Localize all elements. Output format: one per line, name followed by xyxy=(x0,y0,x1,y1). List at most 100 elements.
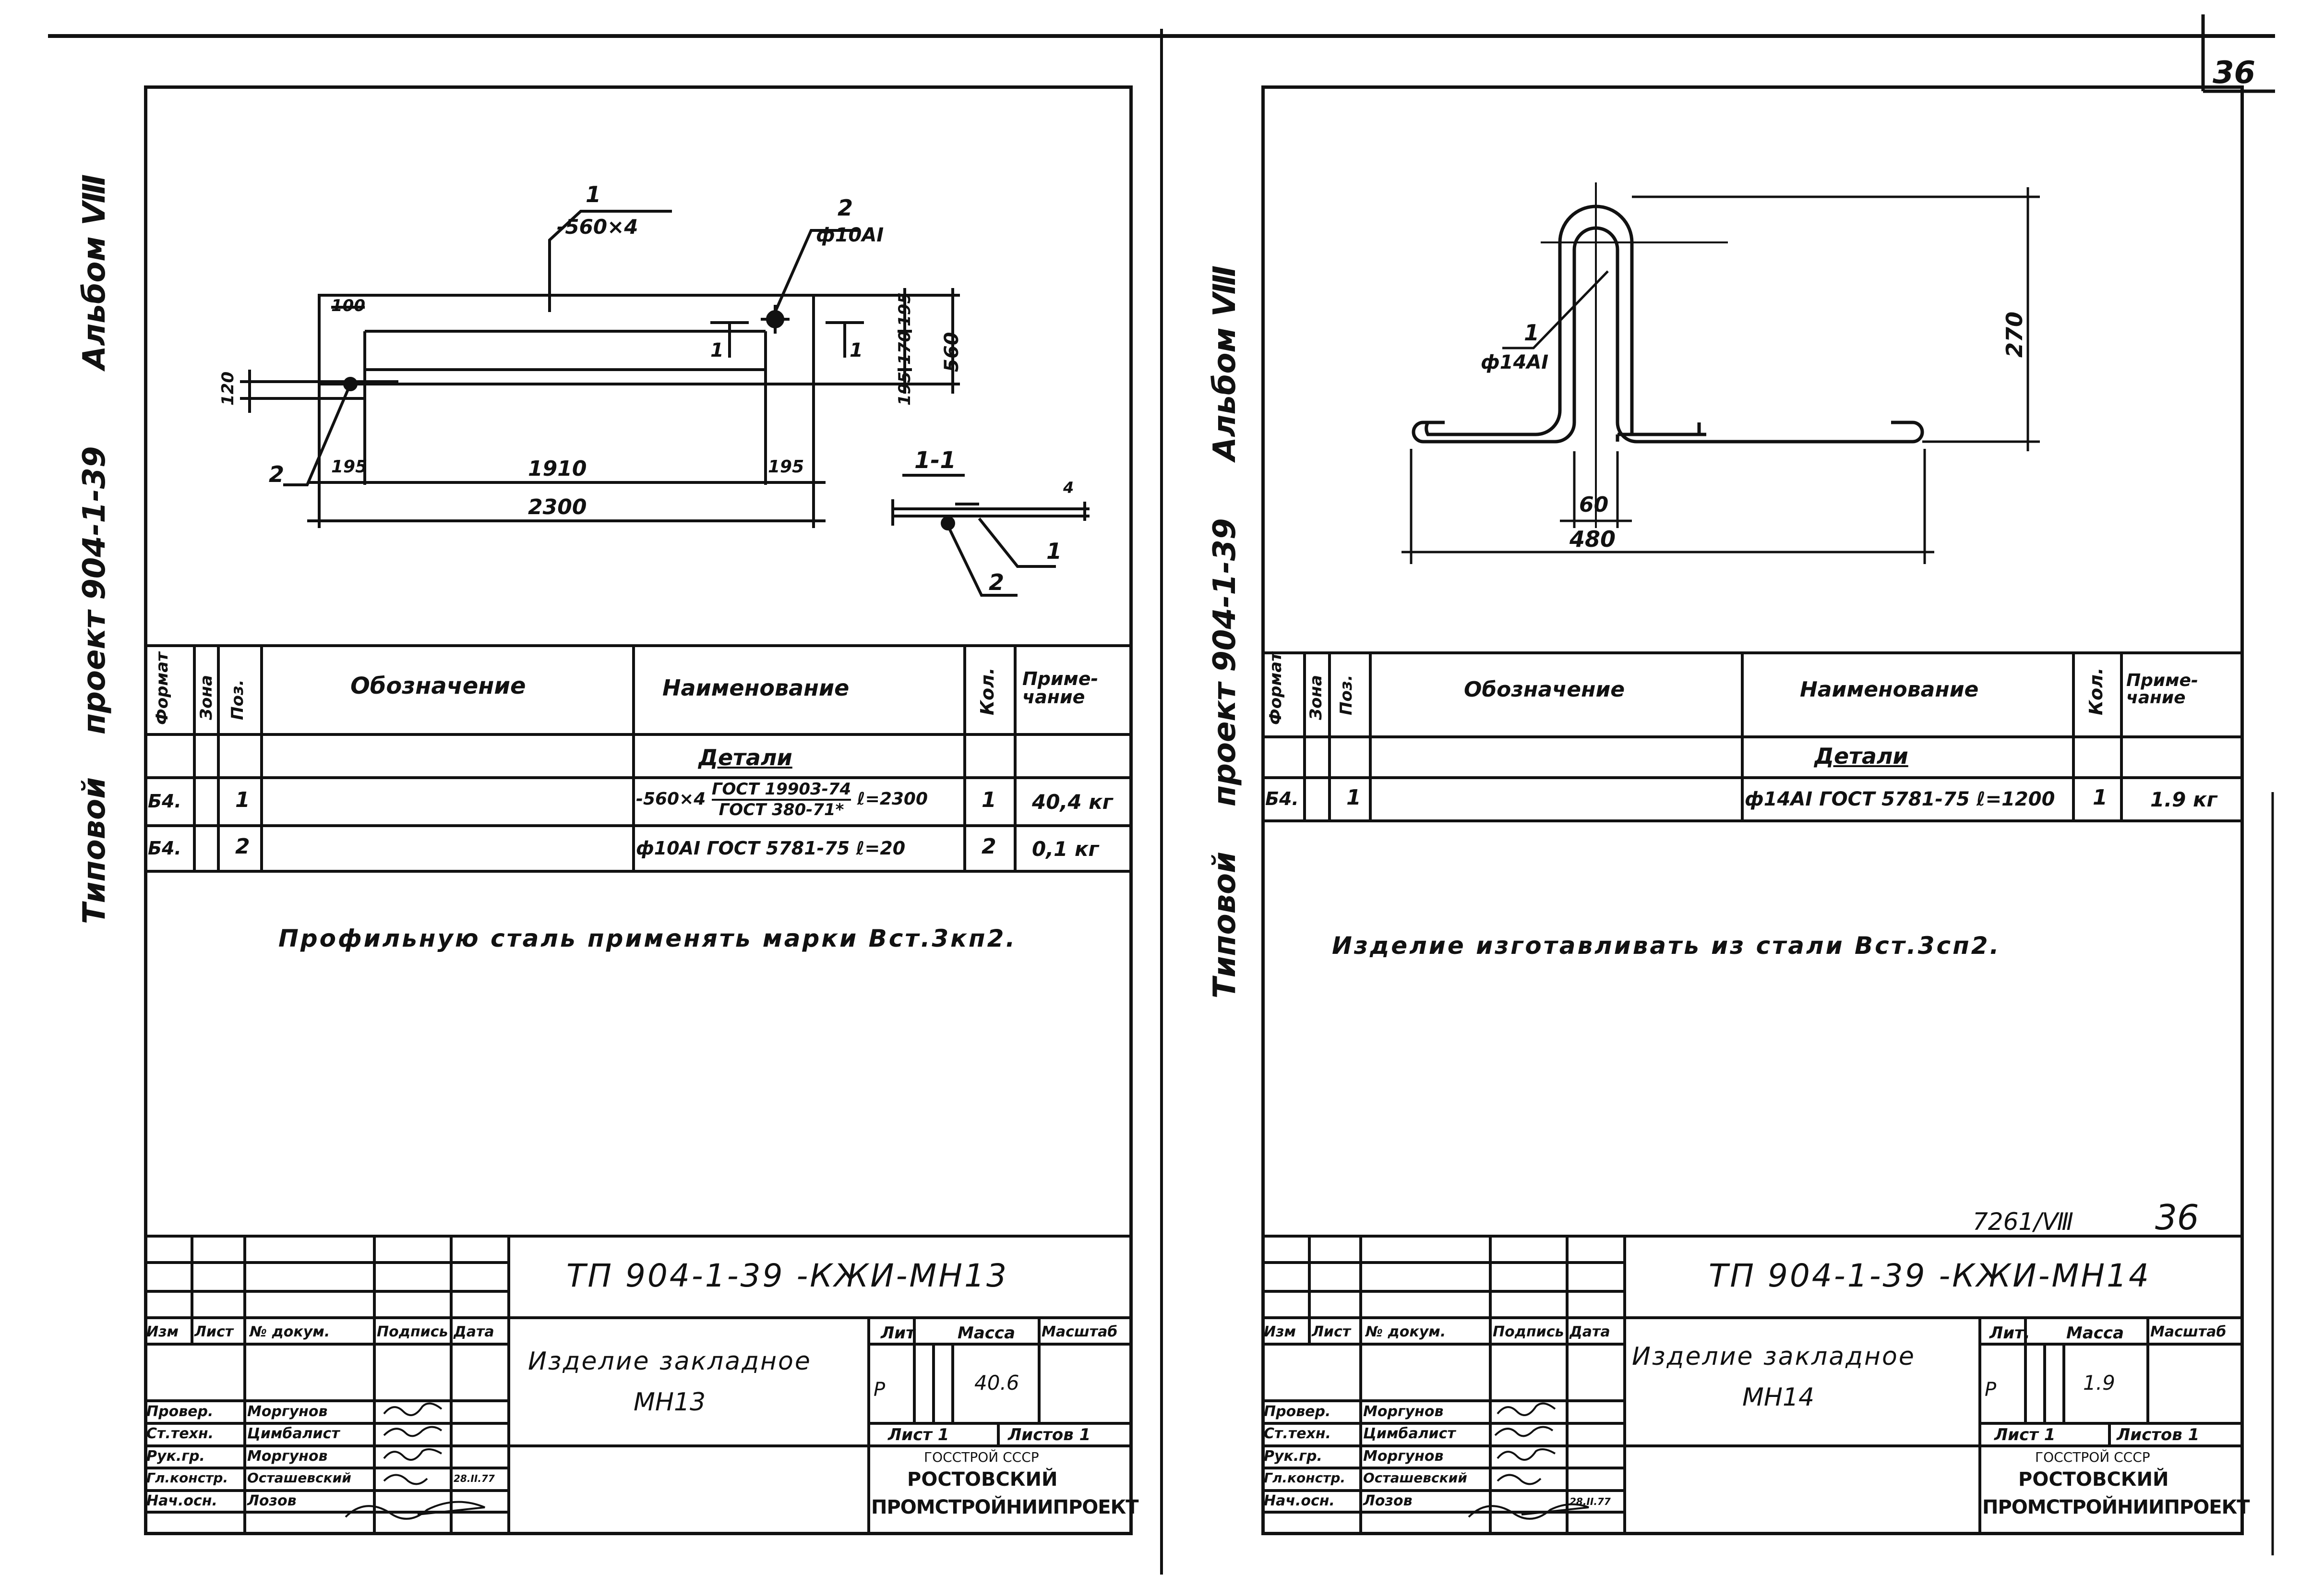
left-sheet-frame xyxy=(144,85,1133,1535)
left-dim-2300: 2300 xyxy=(528,495,587,519)
right-titleblock-col-izm: Изм xyxy=(1264,1323,1296,1340)
left-titleblock-title-line1: Изделие закладное xyxy=(528,1347,812,1376)
left-spec-row1-gost-top: ГОСТ 19903-74 xyxy=(711,780,851,801)
left-spec-row2-pos: 2 xyxy=(235,834,250,859)
left-spec-row1-gost-bottom: ГОСТ 380-71* xyxy=(719,800,844,820)
left-staff-date: 28.II.77 xyxy=(454,1473,495,1484)
left-spec-row1-name-suffix: ℓ=2300 xyxy=(857,789,928,809)
left-titleblock-mass-value: 40.6 xyxy=(974,1371,1019,1395)
right-titleblock-sheet: Лист 1 xyxy=(1994,1425,2056,1444)
left-label-pos1-inner-a: 1 xyxy=(710,339,724,361)
left-titleblock-org3: ПРОМСТРОЙНИИПРОЕКТ xyxy=(871,1496,1139,1518)
left-titleblock-sheets: Листов 1 xyxy=(1008,1425,1091,1444)
left-titleblock-col-date: Дата xyxy=(454,1323,494,1340)
page-number: 36 xyxy=(2213,55,2256,91)
left-label-pos1-inner-b: 1 xyxy=(850,339,863,361)
right-staff-name-4: Осташевский xyxy=(1363,1470,1467,1486)
left-spec-row1-name-prefix: -560×4 xyxy=(636,789,706,809)
left-titleblock-lit-value: Р xyxy=(874,1379,886,1401)
right-titleblock-title-line1: Изделие закладное xyxy=(1632,1342,1916,1371)
right-titleblock-scale-label: Масштаб xyxy=(2150,1323,2227,1340)
left-pos2-label: 2 xyxy=(838,195,853,221)
left-spec-row2-name: ф10АI ГОСТ 5781-75 ℓ=20 xyxy=(636,838,906,859)
right-spec-section: Детали xyxy=(1814,743,1908,769)
left-titleblock-org1: ГОССТРОЙ СССР xyxy=(924,1449,1039,1465)
right-pos1-size: ф14АI xyxy=(1481,351,1549,373)
left-titleblock-code: ТП 904-1-39 -КЖИ-МН13 xyxy=(566,1257,1008,1294)
left-label-pos2-left: 2 xyxy=(269,461,285,487)
right-titleblock-org1: ГОССТРОЙ СССР xyxy=(2035,1449,2150,1465)
left-dim-1910: 1910 xyxy=(528,457,587,481)
left-dim-195-right: 195 xyxy=(768,457,804,477)
right-titleblock-col-date: Дата xyxy=(1569,1323,1610,1340)
left-staff-role-1: Провер. xyxy=(146,1403,214,1420)
right-titleblock-sheets: Листов 1 xyxy=(2117,1425,2200,1444)
right-ref-code: 7261/Ⅷ xyxy=(1973,1208,2073,1236)
right-titleblock-col-sign: Подпись xyxy=(1493,1323,1564,1340)
left-spec-row1-format: Б4. xyxy=(148,791,181,812)
right-titleblock-col-list: Лист xyxy=(1312,1323,1351,1340)
right-staff-name-2: Цимбалист xyxy=(1363,1425,1456,1442)
left-staff-name-4: Осташевский xyxy=(247,1470,351,1486)
left-titleblock-col-list: Лист xyxy=(194,1323,234,1340)
right-note: Изделие изготавливать из стали Вст.3сп2. xyxy=(1332,932,2001,960)
left-section-title: 1-1 xyxy=(914,447,956,474)
left-spec-row2-qty: 2 xyxy=(982,834,996,859)
left-spec-row2-note: 0,1 кг xyxy=(1032,837,1099,861)
right-titleblock-org3: ПРОМСТРОЙНИИПРОЕКТ xyxy=(1982,1496,2250,1518)
right-pos1-label: 1 xyxy=(1524,320,1540,346)
right-titleblock-title-line2: МН14 xyxy=(1742,1383,1815,1412)
right-staff-role-1: Провер. xyxy=(1264,1403,1331,1420)
left-staff-name-3: Моргунов xyxy=(247,1448,328,1465)
left-titleblock-mass-label: Масса xyxy=(958,1323,1016,1343)
right-staff-role-2: Ст.техн. xyxy=(1264,1425,1331,1442)
right-titleblock-lit-value: Р xyxy=(1985,1379,1997,1401)
right-spec-row1-name: ф14АI ГОСТ 5781-75 ℓ=1200 xyxy=(1745,788,2055,810)
right-spec-header-name: Наименование xyxy=(1800,677,1979,702)
left-staff-name-2: Цимбалист xyxy=(247,1425,340,1442)
right-sheet-frame xyxy=(1261,85,2244,1535)
left-spec-section: Детали xyxy=(698,745,792,770)
left-pos2-size: ф10АI xyxy=(816,224,884,246)
left-section-pos1: 1 xyxy=(1046,538,1062,564)
left-titleblock-col-sign: Подпись xyxy=(377,1323,448,1340)
right-spec-row1-format: Б4. xyxy=(1265,788,1299,809)
right-staff-name-5: Лозов xyxy=(1363,1492,1413,1509)
right-spec-header-note: Приме-чание xyxy=(2126,671,2198,708)
left-spec-row1-pos: 1 xyxy=(235,788,250,812)
left-spec-header-name: Наименование xyxy=(662,675,850,701)
left-spec-row1-gost-fraction: ГОСТ 19903-74 ГОСТ 380-71* xyxy=(711,780,851,820)
right-titleblock-col-doc: № докум. xyxy=(1366,1323,1446,1340)
left-titleblock-org2: РОСТОВСКИЙ xyxy=(907,1468,1058,1491)
left-staff-role-5: Нач.осн. xyxy=(146,1492,217,1509)
right-staff-role-3: Рук.гр. xyxy=(1264,1448,1322,1465)
right-spec-row1-qty: 1 xyxy=(2093,785,2108,810)
right-titleblock-org2: РОСТОВСКИЙ xyxy=(2018,1468,2169,1491)
right-staff-name-3: Моргунов xyxy=(1363,1448,1444,1465)
left-spec-row1-note: 40,4 кг xyxy=(1032,790,1113,814)
left-dim-100: 100 xyxy=(331,296,365,315)
left-titleblock-col-izm: Изм xyxy=(146,1323,179,1340)
right-dim-480: 480 xyxy=(1569,526,1616,552)
left-titleblock-scale-label: Масштаб xyxy=(1042,1323,1118,1340)
left-spec-header-designation: Обозначение xyxy=(350,673,526,699)
left-spec-row1-qty: 1 xyxy=(982,788,996,812)
right-titleblock-code: ТП 904-1-39 -КЖИ-МН14 xyxy=(1709,1257,2151,1294)
right-ref-page: 36 xyxy=(2155,1197,2199,1238)
left-section-pos2: 2 xyxy=(989,569,1005,595)
left-staff-name-1: Моргунов xyxy=(247,1403,328,1420)
left-staff-role-2: Ст.техн. xyxy=(146,1425,214,1442)
left-titleblock-sheet: Лист 1 xyxy=(888,1425,949,1444)
left-titleblock-title-line2: МН13 xyxy=(634,1388,706,1417)
right-spec-header-designation: Обозначение xyxy=(1464,677,1625,702)
right-staff-role-4: Гл.констр. xyxy=(1264,1470,1346,1486)
left-note: Профильную сталь применять марки Вст.3кп… xyxy=(278,925,1017,952)
